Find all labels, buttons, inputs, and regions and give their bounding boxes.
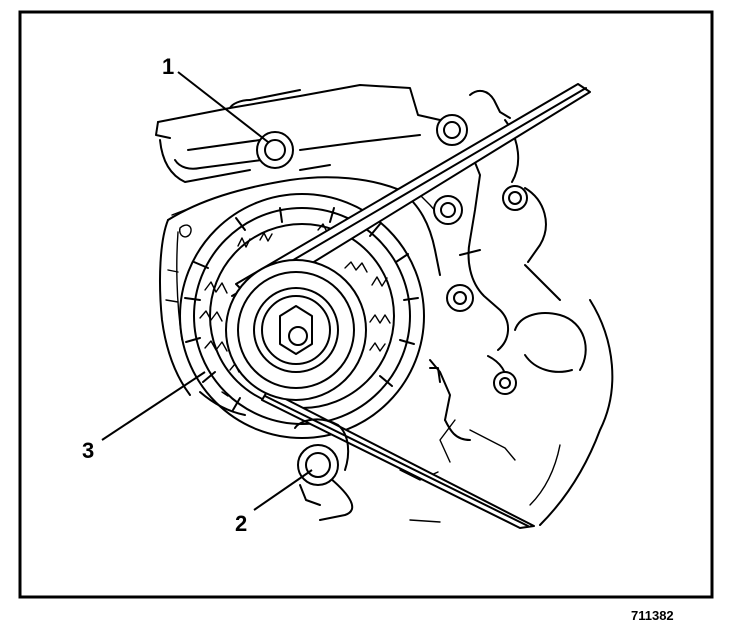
- diagram-border: [18, 10, 714, 599]
- alternator-pulley: [225, 259, 367, 401]
- mounting-bracket: [155, 84, 481, 241]
- leader-line-3: [101, 371, 206, 441]
- leader-line-1: [177, 71, 269, 143]
- callout-label-1: 1: [162, 54, 174, 79]
- callout-label-2: 2: [235, 511, 247, 536]
- alternator-fan: [179, 193, 425, 439]
- leader-line-2: [253, 469, 313, 511]
- drive-belt: [231, 83, 591, 529]
- callout-label-3: 3: [82, 438, 94, 463]
- lower-bolt: [294, 418, 350, 506]
- engine-bolts: [429, 114, 528, 395]
- engine-block-outline: [319, 89, 614, 526]
- figure-code: 711382: [631, 608, 674, 623]
